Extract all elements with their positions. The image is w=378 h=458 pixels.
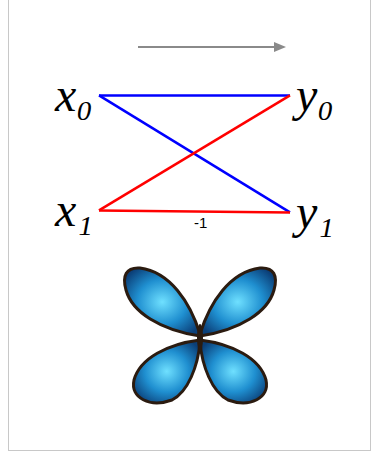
signal-node: x₁ — [49, 182, 99, 239]
direction-arrow — [138, 42, 286, 52]
signal-name: y₁ — [296, 186, 334, 239]
butterfly-wire — [99, 94, 290, 97]
signal-node: y₁ — [290, 184, 340, 241]
signal-name: y₀ — [296, 69, 334, 122]
butterfly-wire — [99, 95, 290, 210]
signal-name: x₁ — [55, 184, 93, 237]
butterfly-wire — [99, 95, 290, 212]
signal-name: x₀ — [55, 69, 93, 122]
twiddle-factor: -1 — [192, 215, 209, 232]
butterfly-picture — [125, 268, 276, 403]
signal-node: y₀ — [290, 67, 340, 124]
signal-node: x₀ — [49, 67, 99, 124]
butterfly-wire — [99, 210, 290, 212]
